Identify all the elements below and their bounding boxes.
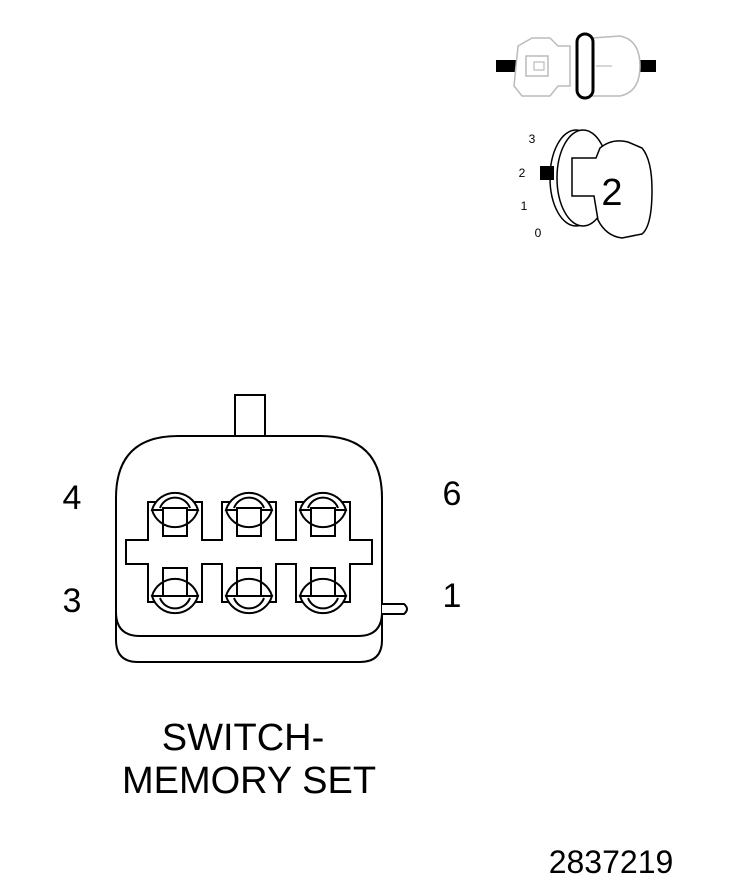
connector-title-line1: SWITCH- [162, 717, 325, 759]
pin-label-3: 3 [63, 582, 82, 620]
terminal-cavity-top-1 [150, 491, 200, 537]
figure-number: 2837219 [549, 844, 674, 880]
pin-label-6: 6 [443, 475, 462, 513]
key-scale-0: 0 [535, 226, 542, 240]
terminal-cavity-bottom-2 [224, 567, 274, 615]
key-scale-2: 2 [519, 166, 526, 180]
connector-side-view-icon [496, 32, 656, 100]
key-position-label: 2 [601, 172, 622, 214]
terminal-cavity-top-2 [224, 491, 274, 537]
connector-title-line2: MEMORY SET [122, 760, 376, 802]
pin-label-4: 4 [63, 479, 82, 517]
terminal-cavity-bottom-3 [298, 567, 348, 615]
terminal-cavity-bottom-1 [150, 567, 200, 615]
key-position-icon: 3 2 1 0 2 [519, 129, 653, 240]
terminal-cavity-top-3 [298, 491, 348, 537]
key-scale-3: 3 [529, 132, 536, 146]
pin-label-1: 1 [443, 577, 462, 615]
key-scale-1: 1 [521, 199, 528, 213]
